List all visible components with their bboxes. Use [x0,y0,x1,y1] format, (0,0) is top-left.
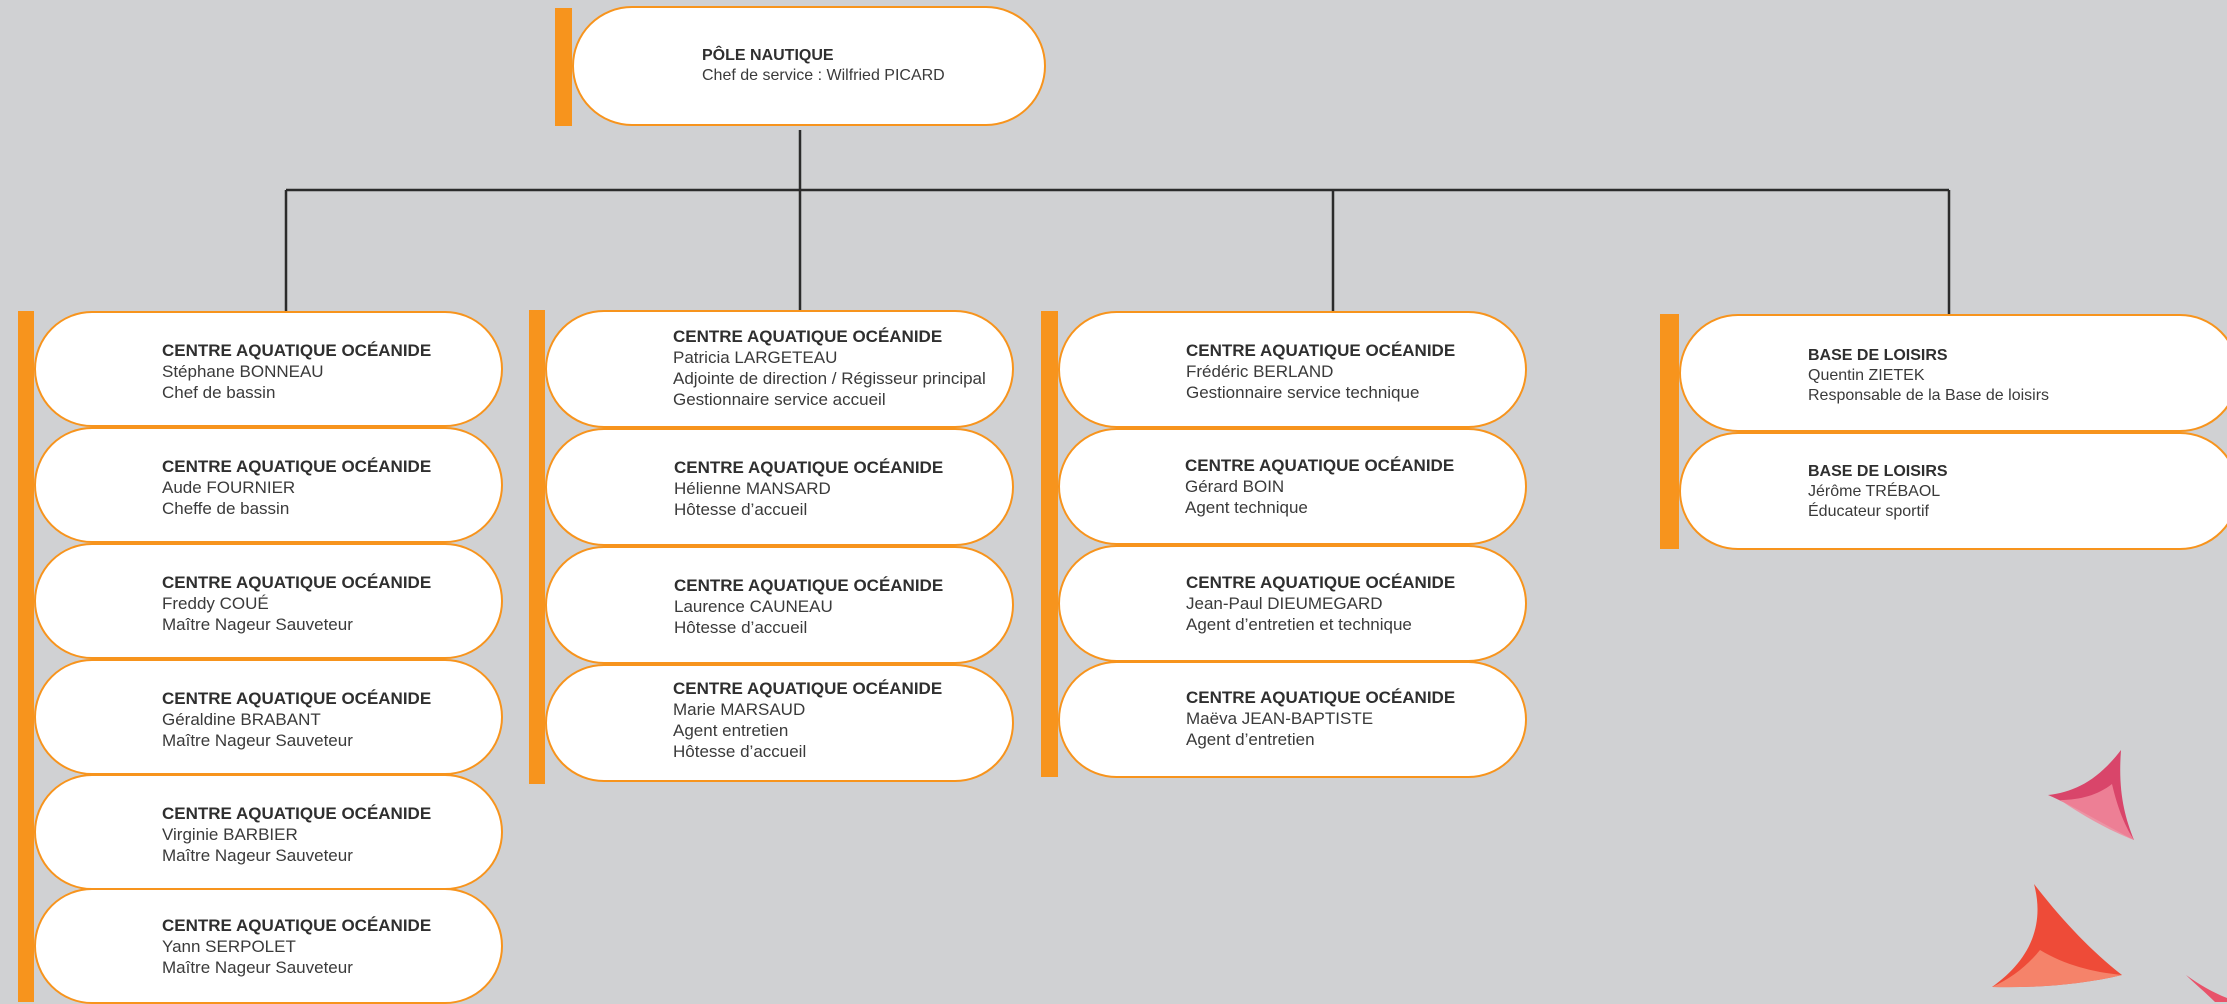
card-role: Hôtesse d’accueil [674,618,808,637]
card-title: CENTRE AQUATIQUE OCÉANIDE [162,573,432,592]
card-name: Yann SERPOLET [162,937,296,956]
card-name: Stéphane BONNEAU [162,362,324,381]
column-2-accent-bar [529,310,545,784]
column-1-card-6: CENTRE AQUATIQUE OCÉANIDE Yann SERPOLET … [34,888,503,1004]
sail-shape-3 [2186,975,2227,1002]
column-3-card-2: CENTRE AQUATIQUE OCÉANIDE Gérard BOIN Ag… [1058,428,1527,545]
column-4-card-2: BASE DE LOISIRS Jérôme TRÉBAOL Éducateur… [1679,432,2227,550]
card-role: Responsable de la Base de loisirs [1808,387,2050,404]
card-name: Hélienne MANSARD [674,479,831,498]
column-1-card-3: CENTRE AQUATIQUE OCÉANIDE Freddy COUÉ Ma… [34,543,503,659]
column-1-accent-bar [18,311,34,1002]
card-name: Jean-Paul DIEUMEGARD [1186,594,1383,613]
card-name: Patricia LARGETEAU [673,348,838,367]
card-title: CENTRE AQUATIQUE OCÉANIDE [162,804,432,823]
card-title: CENTRE AQUATIQUE OCÉANIDE [673,327,943,346]
column-3-accent-bar [1041,311,1058,777]
root-manager: Chef de service : Wilfried PICARD [702,67,945,84]
root-title: PÔLE NAUTIQUE [702,47,834,64]
card-name: Aude FOURNIER [162,478,296,497]
root-card: PÔLE NAUTIQUE Chef de service : Wilfried… [572,6,1046,126]
column-2-card-3: CENTRE AQUATIQUE OCÉANIDE Laurence CAUNE… [545,546,1014,664]
column-3-card-3: CENTRE AQUATIQUE OCÉANIDE Jean-Paul DIEU… [1058,545,1527,662]
card-role: Gestionnaire service technique [1186,383,1420,402]
card-name: Maëva JEAN-BAPTISTE [1186,709,1374,728]
sail-shape-2 [1992,884,2122,988]
column-3-card-1: CENTRE AQUATIQUE OCÉANIDE Frédéric BERLA… [1058,311,1527,428]
card-name: Gérard BOIN [1185,477,1285,496]
column-4-card-1: BASE DE LOISIRS Quentin ZIETEK Responsab… [1679,314,2227,432]
column-2-card-4: CENTRE AQUATIQUE OCÉANIDE Marie MARSAUD … [545,664,1014,782]
card-name: Marie MARSAUD [673,700,806,719]
card-title: CENTRE AQUATIQUE OCÉANIDE [674,576,944,595]
card-title: BASE DE LOISIRS [1808,347,1948,364]
card-title: CENTRE AQUATIQUE OCÉANIDE [1185,456,1455,475]
column-2-card-2: CENTRE AQUATIQUE OCÉANIDE Hélienne MANSA… [545,428,1014,546]
card-title: CENTRE AQUATIQUE OCÉANIDE [162,457,432,476]
card-role: Hôtesse d’accueil [674,500,808,519]
column-1-card-2: CENTRE AQUATIQUE OCÉANIDE Aude FOURNIER … [34,427,503,543]
card-title: CENTRE AQUATIQUE OCÉANIDE [674,458,944,477]
root-accent-bar [555,8,572,126]
card-role: Cheffe de bassin [162,499,290,518]
card-name: Quentin ZIETEK [1808,367,1925,384]
card-title: CENTRE AQUATIQUE OCÉANIDE [162,341,432,360]
card-name: Freddy COUÉ [162,594,269,613]
column-3-card-4: CENTRE AQUATIQUE OCÉANIDE Maëva JEAN-BAP… [1058,661,1527,778]
card-role: Agent technique [1185,498,1308,517]
card-title: CENTRE AQUATIQUE OCÉANIDE [673,679,943,698]
card-role: Adjointe de direction / Régisseur princi… [673,369,986,388]
card-role: Maître Nageur Sauveteur [162,846,353,865]
column-1-card-5: CENTRE AQUATIQUE OCÉANIDE Virginie BARBI… [34,774,503,890]
column-1-card-4: CENTRE AQUATIQUE OCÉANIDE Géraldine BRAB… [34,659,503,775]
card-title: CENTRE AQUATIQUE OCÉANIDE [1186,573,1456,592]
card-title: CENTRE AQUATIQUE OCÉANIDE [1186,341,1456,360]
card-name: Laurence CAUNEAU [674,597,833,616]
card-role: Gestionnaire service accueil [673,390,886,409]
card-role: Maître Nageur Sauveteur [162,958,353,977]
card-name: Jérôme TRÉBAOL [1808,483,1941,500]
card-name: Virginie BARBIER [162,825,298,844]
card-title: BASE DE LOISIRS [1808,463,1948,480]
card-role: Maître Nageur Sauveteur [162,615,353,634]
card-role: Agent d’entretien [1186,730,1315,749]
card-role: Hôtesse d’accueil [673,742,807,761]
card-role: Agent entretien [673,721,789,740]
card-role: Chef de bassin [162,383,276,402]
card-role: Éducateur sportif [1808,503,1929,520]
card-name: Frédéric BERLAND [1186,362,1334,381]
column-1-card-1: CENTRE AQUATIQUE OCÉANIDE Stéphane BONNE… [34,311,503,427]
card-role: Agent d’entretien et technique [1186,615,1412,634]
column-4-accent-bar [1660,314,1679,549]
card-title: CENTRE AQUATIQUE OCÉANIDE [162,689,432,708]
card-title: CENTRE AQUATIQUE OCÉANIDE [162,916,432,935]
column-2-card-1: CENTRE AQUATIQUE OCÉANIDE Patricia LARGE… [545,310,1014,428]
card-role: Maître Nageur Sauveteur [162,731,353,750]
card-title: CENTRE AQUATIQUE OCÉANIDE [1186,688,1456,707]
card-name: Géraldine BRABANT [162,710,321,729]
